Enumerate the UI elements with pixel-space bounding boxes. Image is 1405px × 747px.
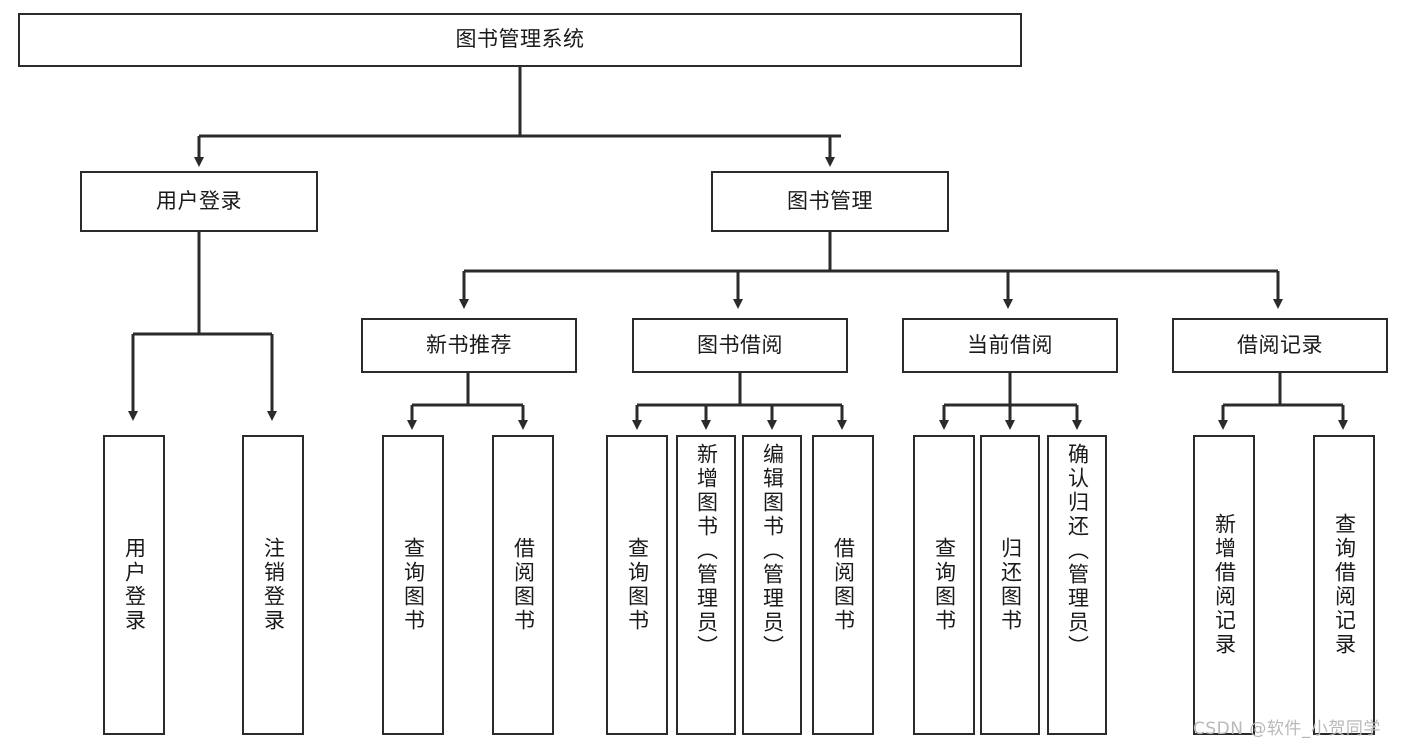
leaf-borrow-edit-book-admin-label: 编辑图书（管理员） bbox=[760, 443, 785, 659]
leaf-new-book-query[interactable]: 查询图书 bbox=[382, 435, 444, 735]
node-new-book-recommend[interactable]: 新书推荐 bbox=[361, 318, 577, 373]
leaf-current-confirm-return-admin-label: 确认归还（管理员） bbox=[1065, 443, 1090, 659]
leaf-user-login-signout[interactable]: 注销登录 bbox=[242, 435, 304, 735]
csdn-watermark: CSDN @软件_小贺同学 bbox=[1193, 719, 1381, 739]
leaf-borrow-query-book-label: 查询图书 bbox=[625, 537, 650, 633]
node-current-borrow[interactable]: 当前借阅 bbox=[902, 318, 1118, 373]
leaf-new-book-borrow-label: 借阅图书 bbox=[511, 537, 536, 633]
leaf-current-return-book[interactable]: 归还图书 bbox=[980, 435, 1040, 735]
leaf-records-add-record[interactable]: 新增借阅记录 bbox=[1193, 435, 1255, 735]
leaf-user-login-signin-label: 用户登录 bbox=[122, 537, 147, 633]
leaf-borrow-edit-book-admin[interactable]: 编辑图书（管理员） bbox=[742, 435, 802, 735]
node-root-system-label: 图书管理系统 bbox=[455, 27, 585, 52]
node-root-system[interactable]: 图书管理系统 bbox=[18, 13, 1022, 67]
leaf-borrow-query-book[interactable]: 查询图书 bbox=[606, 435, 668, 735]
leaf-borrow-borrow-book-label: 借阅图书 bbox=[831, 537, 856, 633]
node-book-borrow-label: 图书借阅 bbox=[697, 332, 783, 357]
node-user-login-label: 用户登录 bbox=[156, 188, 242, 213]
node-borrow-records-label: 借阅记录 bbox=[1237, 332, 1323, 357]
node-book-management-label: 图书管理 bbox=[787, 188, 873, 213]
node-book-borrow[interactable]: 图书借阅 bbox=[632, 318, 848, 373]
leaf-current-query-book[interactable]: 查询图书 bbox=[913, 435, 975, 735]
leaf-borrow-add-book-admin[interactable]: 新增图书（管理员） bbox=[676, 435, 736, 735]
leaf-records-add-record-label: 新增借阅记录 bbox=[1212, 513, 1237, 657]
leaf-current-query-book-label: 查询图书 bbox=[932, 537, 957, 633]
leaf-current-confirm-return-admin[interactable]: 确认归还（管理员） bbox=[1047, 435, 1107, 735]
leaf-current-return-book-label: 归还图书 bbox=[998, 537, 1023, 633]
leaf-user-login-signout-label: 注销登录 bbox=[261, 537, 286, 633]
node-borrow-records[interactable]: 借阅记录 bbox=[1172, 318, 1388, 373]
leaf-borrow-borrow-book[interactable]: 借阅图书 bbox=[812, 435, 874, 735]
leaf-new-book-borrow[interactable]: 借阅图书 bbox=[492, 435, 554, 735]
leaf-records-query-record-label: 查询借阅记录 bbox=[1332, 513, 1357, 657]
leaf-new-book-query-label: 查询图书 bbox=[401, 537, 426, 633]
node-new-book-recommend-label: 新书推荐 bbox=[426, 332, 512, 357]
node-book-management[interactable]: 图书管理 bbox=[711, 171, 949, 232]
leaf-user-login-signin[interactable]: 用户登录 bbox=[103, 435, 165, 735]
leaf-borrow-add-book-admin-label: 新增图书（管理员） bbox=[694, 443, 719, 659]
node-current-borrow-label: 当前借阅 bbox=[967, 332, 1053, 357]
leaf-records-query-record[interactable]: 查询借阅记录 bbox=[1313, 435, 1375, 735]
node-user-login[interactable]: 用户登录 bbox=[80, 171, 318, 232]
